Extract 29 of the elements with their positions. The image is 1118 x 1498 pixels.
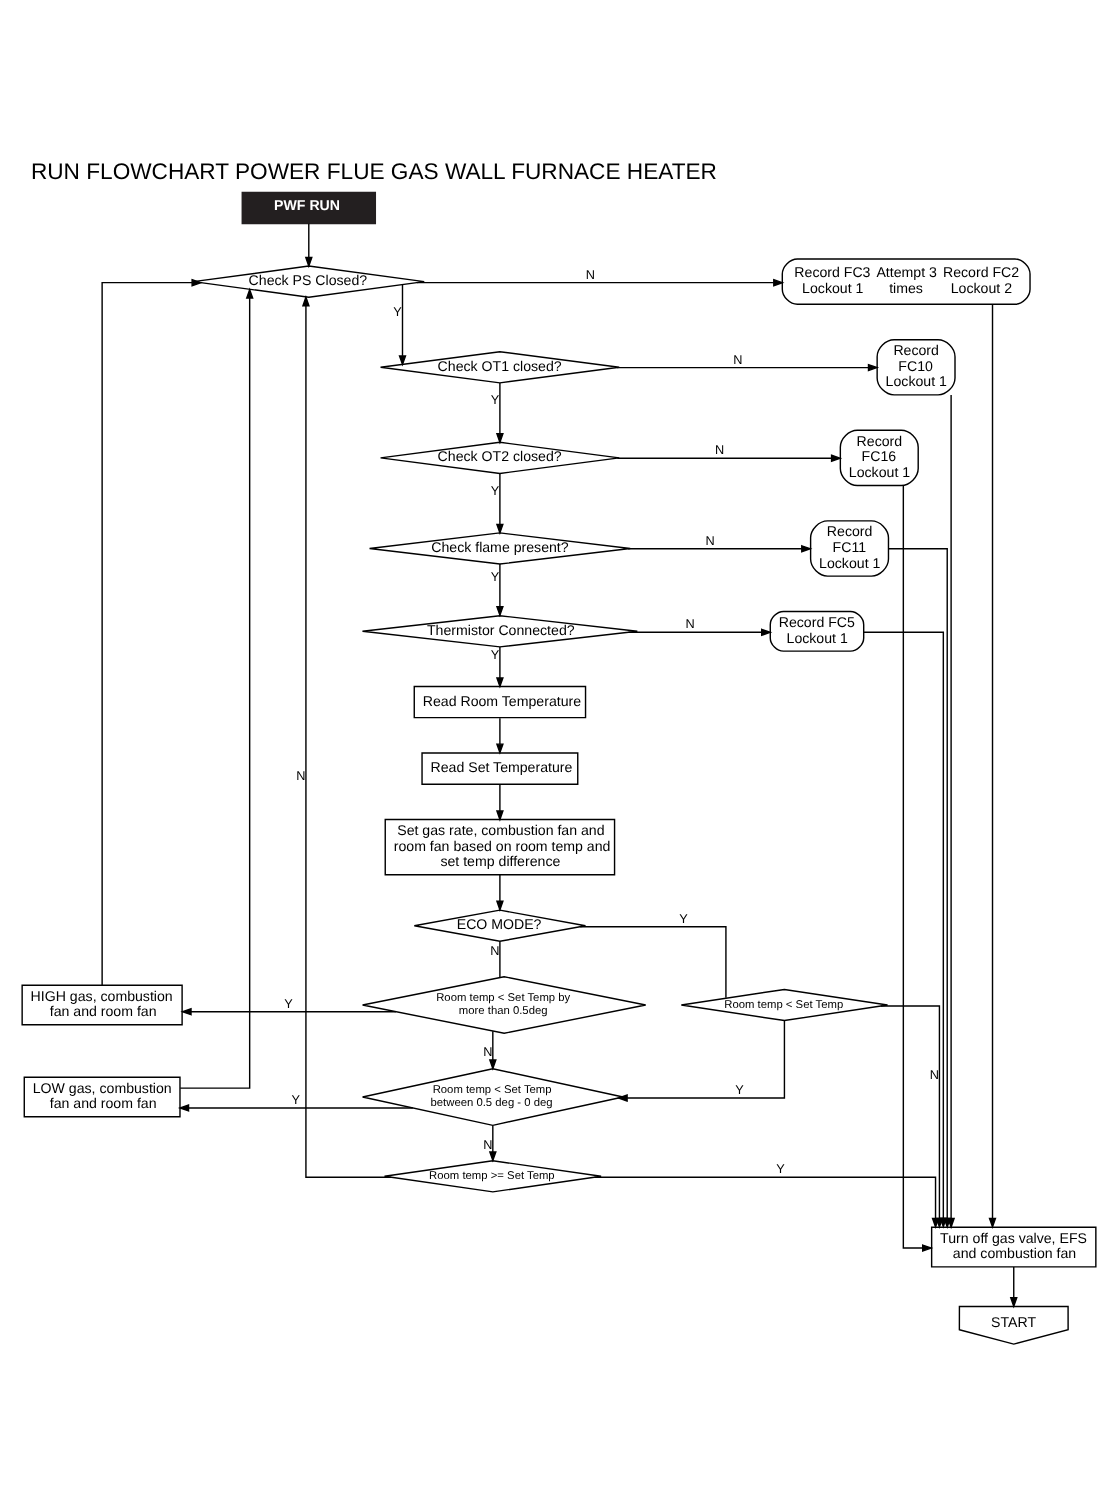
arrow xyxy=(616,362,880,371)
arrow xyxy=(180,1006,397,1015)
arrow xyxy=(179,286,254,1088)
arrow xyxy=(398,283,407,366)
arrow xyxy=(488,1029,497,1070)
arrow xyxy=(495,645,504,688)
arrow xyxy=(304,221,313,268)
arrow xyxy=(627,627,773,636)
diagram-title: RUN FLOWCHART POWER FLUE GAS WALL FURNACE HEATER xyxy=(30,160,717,185)
arrow xyxy=(616,453,843,462)
arrow xyxy=(627,543,813,552)
arrow xyxy=(1009,1265,1018,1308)
arrow xyxy=(177,1102,414,1111)
arrow xyxy=(616,1019,786,1101)
arrow xyxy=(495,873,504,911)
arrow xyxy=(593,1175,940,1229)
connector xyxy=(579,925,727,998)
arrow xyxy=(495,782,504,821)
arrow xyxy=(495,562,504,617)
arrow xyxy=(902,483,934,1252)
arrow xyxy=(488,1123,497,1162)
arrow xyxy=(495,381,504,444)
arrow xyxy=(495,716,504,754)
arrow xyxy=(301,294,392,1177)
arrow xyxy=(988,302,997,1228)
arrow xyxy=(495,471,504,535)
arrow xyxy=(416,277,785,286)
arrow xyxy=(101,277,203,985)
connector xyxy=(499,939,501,978)
